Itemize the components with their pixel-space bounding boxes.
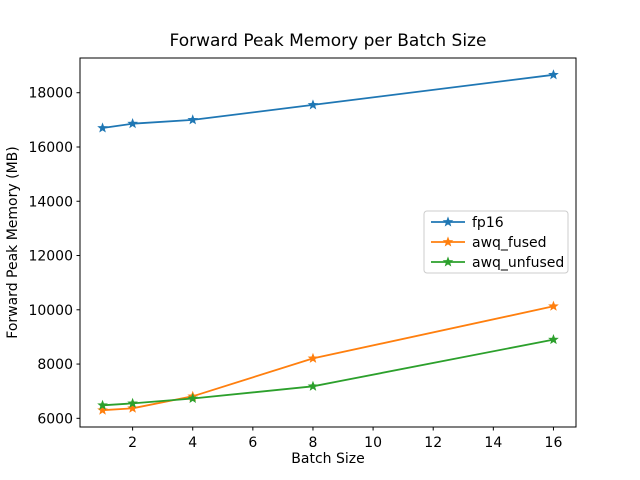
legend-marker-awq_fused [442,236,454,247]
marker-awq_unfused [127,397,138,408]
marker-fp16 [548,69,559,80]
series-line-fp16 [101,73,555,129]
marker-awq_fused [548,300,559,311]
marker-fp16 [127,118,138,129]
marker-awq_unfused [97,399,108,410]
marker-awq_unfused [187,392,199,404]
x-tick-label: 14 [484,435,502,451]
chart-title: Forward Peak Memory per Batch Size [170,31,487,51]
y-tick-label: 14000 [28,194,73,210]
x-tick-label: 4 [188,435,197,451]
y-axis-label: Forward Peak Memory (MB) [5,146,21,338]
x-tick-label: 2 [128,435,137,451]
y-tick-label: 18000 [28,86,73,102]
y-tick-label: 16000 [28,140,73,156]
marker-awq_fused [127,402,138,413]
marker-fp16 [187,114,199,125]
x-tick-label: 12 [424,435,442,451]
y-tick-label: 8000 [37,357,73,373]
legend-marker-awq_unfused [442,256,454,267]
legend-label: awq_unfused [472,255,564,271]
x-tick-label: 16 [545,435,563,451]
x-axis-label: Batch Size [291,451,364,467]
plot-border [79,57,577,428]
series-lines [97,69,559,415]
legend-label: fp16 [472,215,504,231]
x-tick-label: 10 [364,435,382,451]
x-tick-label: 6 [248,435,257,451]
legend-box [423,210,569,274]
legend: fp16 awq_fused awq_unfused [423,210,569,274]
y-tick-label: 12000 [28,249,73,265]
marker-fp16 [307,99,319,110]
legend-marker-fp16 [442,216,454,227]
marker-fp16 [97,122,108,133]
marker-awq_fused [307,352,319,363]
x-tick-label: 8 [309,435,318,451]
marker-awq_unfused [548,334,559,345]
axes: 2 4 6 8 10 12 14 16 6000 8000 10000 12000 14000 16000… [28,57,577,451]
y-tick-label: 10000 [28,303,73,319]
marker-awq_unfused [307,380,319,391]
series-line-awq_unfused [101,338,555,407]
y-tick-label: 6000 [37,411,73,427]
marker-awq_fused [97,404,108,415]
series-line-awq_fused [101,305,555,412]
legend-label: awq_fused [472,235,547,251]
